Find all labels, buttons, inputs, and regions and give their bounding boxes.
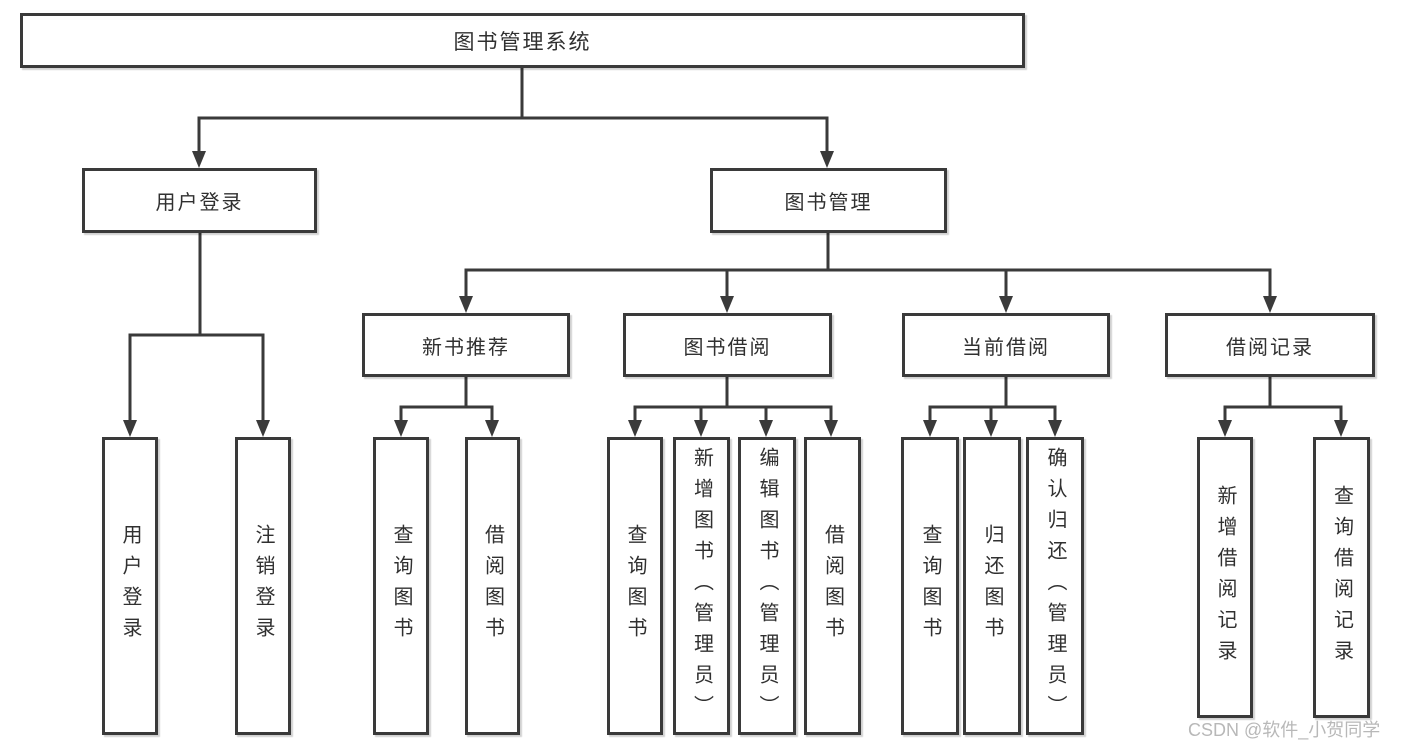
node-book-management: 图书管理 [710, 168, 947, 233]
leaf-query-books-recommend: 查询图书 [373, 437, 429, 735]
leaf-borrow-books: 借阅图书 [804, 437, 861, 735]
leaf-query-books-borrow: 查询图书 [607, 437, 663, 735]
leaf-confirm-return-admin: 确认归还（管理员） [1026, 437, 1084, 735]
csdn-watermark: CSDN @软件_小贺同学 [1188, 720, 1381, 740]
leaf-logout: 注销登录 [235, 437, 291, 735]
leaf-label: 查询图书 [624, 524, 646, 648]
leaf-borrow-books-recommend: 借阅图书 [465, 437, 520, 735]
leaf-label: 编辑图书（管理员） [756, 446, 778, 726]
leaf-label: 查询图书 [390, 524, 412, 648]
node-user-login: 用户登录 [82, 168, 317, 233]
node-borrowing-records: 借阅记录 [1165, 313, 1375, 377]
leaf-add-books-admin: 新增图书（管理员） [673, 437, 730, 735]
leaf-label: 新增图书（管理员） [690, 446, 713, 726]
leaf-query-borrow-record: 查询借阅记录 [1313, 437, 1370, 718]
leaf-label: 新增借阅记录 [1214, 484, 1236, 671]
node-library-management-system: 图书管理系统 [20, 13, 1025, 68]
leaf-query-books-current: 查询图书 [901, 437, 959, 735]
node-book-borrowing: 图书借阅 [623, 313, 832, 377]
leaf-return-books: 归还图书 [963, 437, 1021, 735]
leaf-label: 用户登录 [119, 524, 141, 648]
leaf-edit-books-admin: 编辑图书（管理员） [738, 437, 796, 735]
leaf-label: 归还图书 [981, 524, 1003, 648]
leaf-label: 确认归还（管理员） [1044, 446, 1066, 726]
leaf-add-borrow-record: 新增借阅记录 [1197, 437, 1253, 718]
leaf-label: 查询图书 [919, 524, 941, 648]
leaf-label: 借阅图书 [481, 524, 504, 648]
node-current-borrowing: 当前借阅 [902, 313, 1110, 377]
node-new-book-recommendation: 新书推荐 [362, 313, 570, 377]
leaf-label: 查询借阅记录 [1330, 484, 1353, 671]
leaf-user-login: 用户登录 [102, 437, 158, 735]
leaf-label: 借阅图书 [821, 524, 844, 648]
leaf-label: 注销登录 [252, 524, 274, 648]
